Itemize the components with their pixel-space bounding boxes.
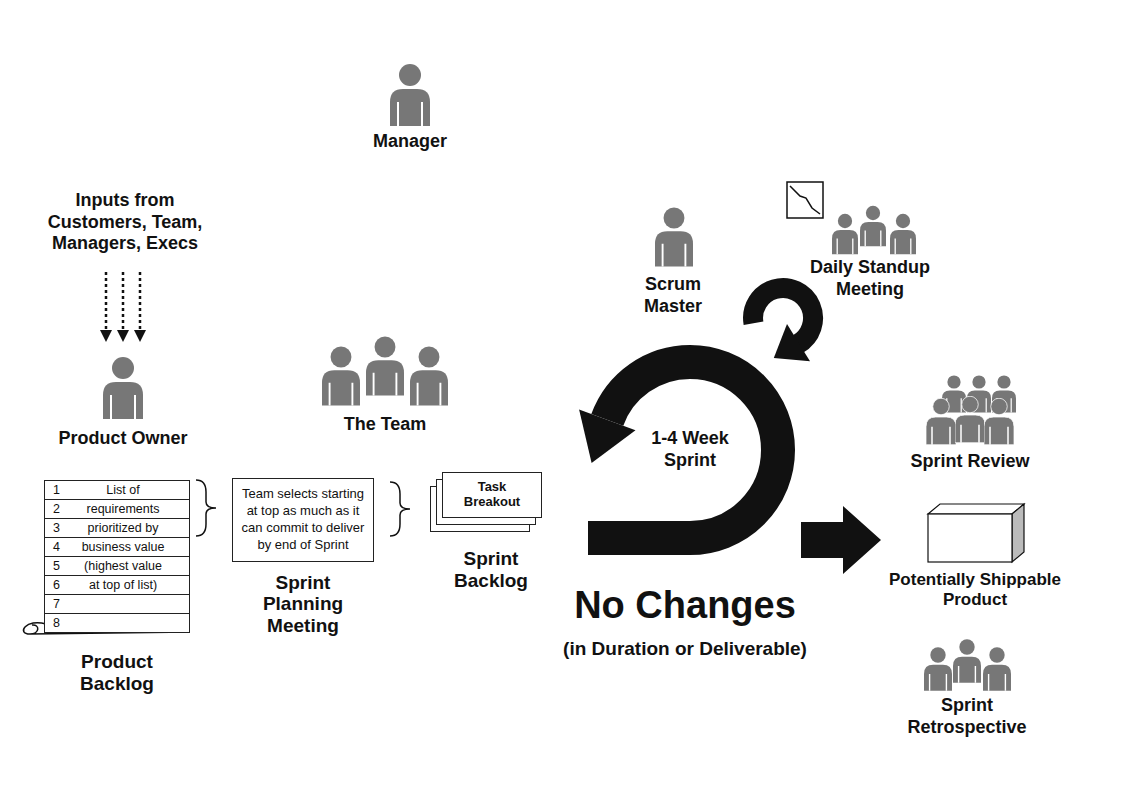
sprint-cycle-arrow	[585, 345, 795, 555]
daily-cycle-arrow	[753, 288, 813, 361]
team-member-icon	[410, 347, 448, 406]
role-label: Manager	[350, 131, 470, 153]
scroll-curl	[23, 623, 190, 634]
sprint-planning-box: Team selects starting at top as much as …	[232, 478, 374, 637]
backlog-row: 8	[45, 614, 189, 632]
flow-arrow	[801, 506, 881, 574]
backlog-row: 7	[45, 595, 189, 614]
card-text: Task Breakout	[457, 480, 527, 510]
input-arrowhead	[100, 330, 112, 342]
sprint-text: 1-4 Week Sprint	[634, 428, 746, 471]
product-backlog-scroll: 1List of2requirements3prioritized by4bus…	[44, 480, 190, 695]
row-number: 8	[45, 614, 69, 632]
requirement-text: List of	[69, 481, 189, 499]
row-number: 5	[45, 557, 69, 575]
team-member-icon	[366, 337, 404, 396]
role-label: Product Owner	[43, 428, 203, 450]
requirement-text: (highest value	[69, 557, 189, 575]
backlog-row: 2requirements	[45, 500, 189, 519]
backlog-row: 5(highest value	[45, 557, 189, 576]
input-dotted-arrow	[105, 272, 108, 331]
product-box-icon	[885, 500, 1065, 566]
role-label: Scrum Master	[623, 274, 723, 317]
input-arrowhead	[117, 330, 129, 342]
node-heading: Sprint Backlog	[436, 548, 546, 592]
input-arrowhead	[134, 330, 146, 342]
card-stack: Task Breakout	[430, 472, 552, 534]
retro-person-icon	[983, 647, 1011, 690]
standup-chart-icon	[787, 182, 823, 218]
rule-note: (in Duration or Deliverable)	[505, 638, 865, 661]
row-number: 3	[45, 519, 69, 537]
standup-person-icon	[860, 206, 886, 246]
input-dotted-arrow	[139, 272, 142, 331]
event-label: Daily Standup Meeting	[795, 257, 945, 300]
sprint-cycle-band	[588, 362, 778, 538]
row-number: 6	[45, 576, 69, 594]
row-number: 7	[45, 595, 69, 613]
bracket	[196, 480, 216, 536]
event-label: Sprint Retrospective	[897, 695, 1037, 738]
standup-person-icon	[890, 214, 916, 254]
backlog-list: 1List of2requirements3prioritized by4bus…	[44, 480, 190, 633]
product-owner-icon	[103, 357, 143, 419]
manager-icon	[390, 64, 430, 126]
row-number: 1	[45, 481, 69, 499]
standup-person-icon	[832, 214, 858, 254]
backlog-row: 6at top of list)	[45, 576, 189, 595]
node-heading: Product Backlog	[44, 651, 190, 695]
planning-text: Team selects starting at top as much as …	[241, 486, 365, 554]
role-label: The Team	[315, 414, 455, 436]
scrum-master-icon	[655, 208, 693, 267]
inputs-label: Inputs from Customers, Team, Managers, E…	[35, 190, 215, 255]
event-label: Sprint Review	[890, 451, 1050, 473]
shippable-product: Potentially Shippable Product	[885, 500, 1065, 611]
card-shadow	[430, 486, 530, 532]
requirement-text: at top of list)	[69, 576, 189, 594]
planning-box-outline: Team selects starting at top as much as …	[232, 478, 374, 562]
node-heading: Sprint Planning Meeting	[248, 572, 358, 638]
sprint-cycle-head	[579, 410, 635, 464]
review-person-icon	[955, 396, 985, 443]
review-person-icon	[984, 398, 1014, 445]
retro-person-icon	[924, 647, 952, 690]
sprint-cycle: 1-4 Week Sprint	[585, 345, 795, 555]
product-text: Potentially Shippable Product	[885, 570, 1065, 611]
review-person-icon	[926, 398, 956, 445]
row-number: 4	[45, 538, 69, 556]
input-dotted-arrow	[122, 272, 125, 331]
backlog-row: 4business value	[45, 538, 189, 557]
sprint-backlog-cards: Task BreakoutSprint Backlog	[430, 472, 552, 592]
backlog-row: 3prioritized by	[45, 519, 189, 538]
requirement-text: prioritized by	[69, 519, 189, 537]
bracket	[390, 482, 410, 536]
rule-heading: No Changes	[535, 583, 835, 629]
requirement-text: business value	[69, 538, 189, 556]
retro-person-icon	[953, 639, 981, 682]
row-number: 2	[45, 500, 69, 518]
backlog-row: 1List of	[45, 481, 189, 500]
task-card: Task Breakout	[442, 472, 542, 518]
team-member-icon	[322, 347, 360, 406]
requirement-text: requirements	[69, 500, 189, 518]
card-shadow	[436, 479, 536, 525]
